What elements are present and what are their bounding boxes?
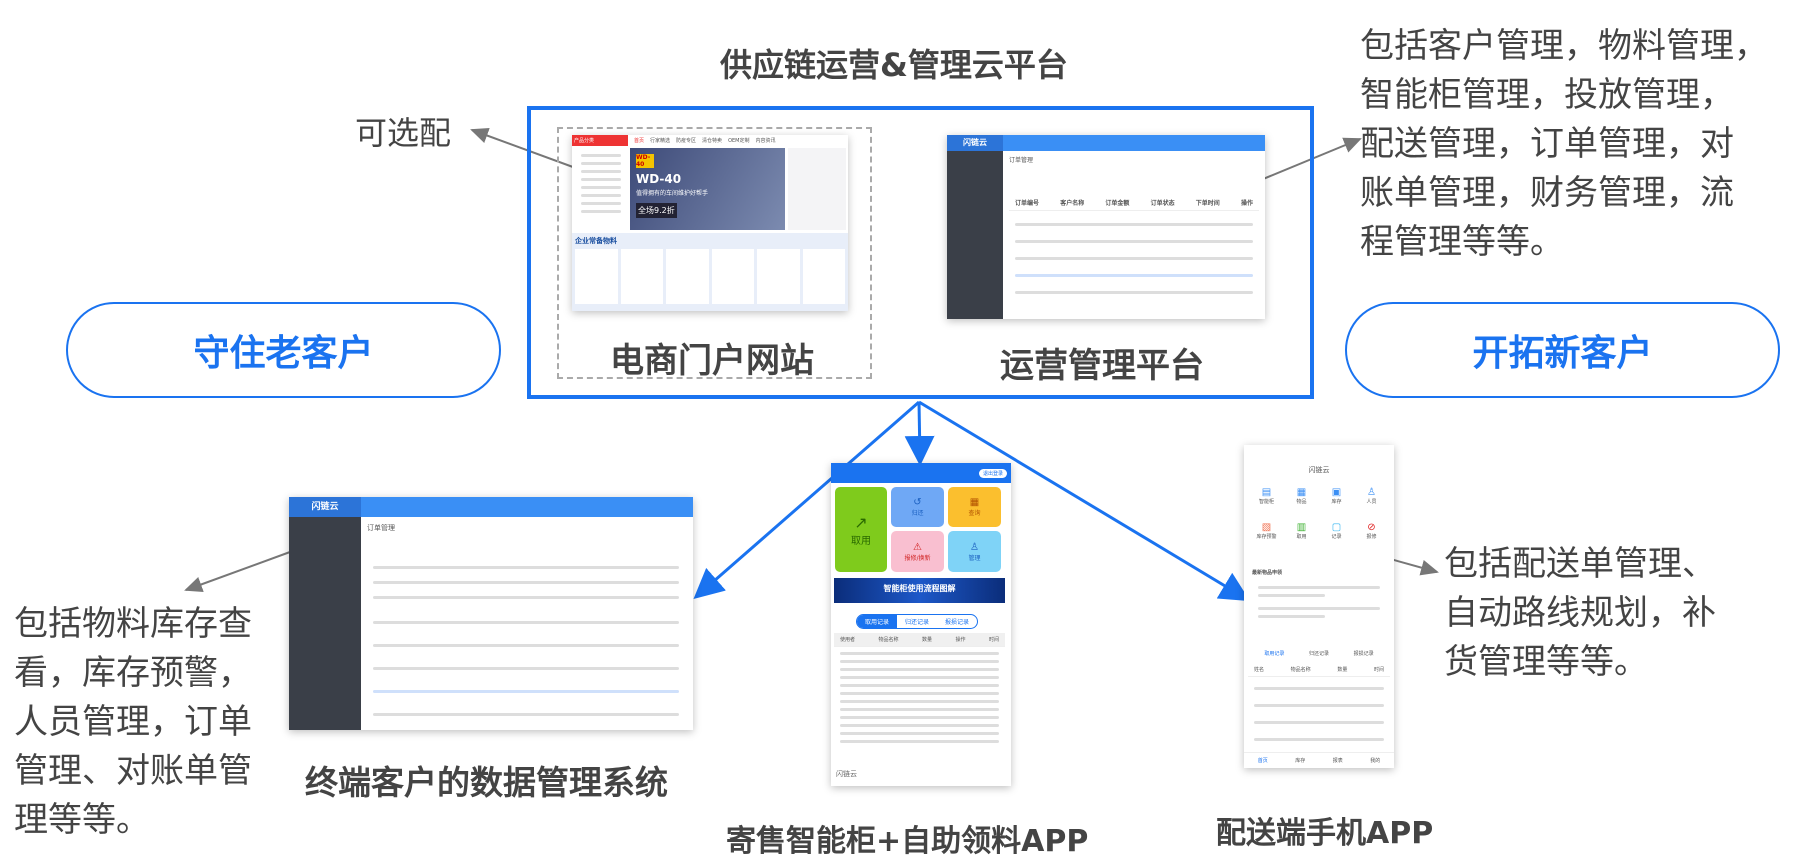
- arrow-to-kiosk: [904, 401, 935, 466]
- icon-label: 人员: [1366, 499, 1377, 505]
- optional-label: 可选配: [355, 114, 452, 152]
- kiosk-tile-return[interactable]: ↺归还: [891, 487, 944, 527]
- col: 使用者: [840, 637, 856, 643]
- banner-slogan: 值得拥有的车间维护好帮手: [636, 190, 709, 197]
- main-title: 供应链运营&管理云平台: [720, 46, 1068, 84]
- icon-label: 报修: [1366, 534, 1377, 540]
- col: 下单时间: [1195, 200, 1220, 207]
- icon-label: 智能柜: [1258, 499, 1274, 505]
- phone-tab[interactable]: 报损记录: [1353, 651, 1374, 657]
- col: 时间: [1373, 667, 1384, 673]
- portal-banner: WD-40 WD-40 值得拥有的车间维护好帮手 全场9.2折: [630, 148, 785, 230]
- phone-icon[interactable]: ▣库存: [1331, 487, 1342, 505]
- phone-icon[interactable]: ▧库存预警: [1256, 522, 1277, 540]
- icon-label: 物品: [1296, 499, 1307, 505]
- icon-label: 库存预警: [1256, 534, 1277, 540]
- col: 订单金额: [1105, 200, 1130, 207]
- terminal-logo: 闪链云: [289, 497, 361, 517]
- col: 时间: [988, 637, 999, 643]
- tile-label: 取用: [851, 535, 871, 547]
- phone-nav-me[interactable]: 我的: [1370, 758, 1381, 764]
- phone-icon[interactable]: ♙人员: [1366, 487, 1377, 505]
- icon-label: 取用: [1296, 534, 1307, 540]
- portal-nav: 防疫专区: [676, 138, 697, 144]
- kiosk-tile-take[interactable]: ↗取用: [835, 487, 887, 572]
- phone-icon[interactable]: ▤智能柜: [1258, 487, 1274, 505]
- phone-nav-report[interactable]: 报表: [1332, 758, 1343, 764]
- tile-label: 管理: [968, 554, 981, 562]
- banner-brand: WD-40: [636, 172, 682, 186]
- left-description: 包括物料库存查 看，库存预警， 人员管理，订单 管理、对账单管 理等等。: [14, 604, 252, 840]
- admin-logo: 闪链云: [947, 135, 1003, 151]
- col: 数量: [1337, 667, 1348, 673]
- arrow-to-phone: [918, 400, 1251, 602]
- retain-customers-pill: 守住老客户: [66, 302, 501, 398]
- left-pill-label: 守住老客户: [193, 333, 374, 374]
- portal-nav: OEM定制: [728, 138, 750, 144]
- brand-logo: WD-40: [636, 154, 654, 168]
- portal-nav: 行家精选: [650, 138, 671, 144]
- kiosk-tab[interactable]: 报损记录: [945, 619, 970, 626]
- phone-screenshot: 闪链云 ▤智能柜 ▦物品 ▣库存 ♙人员 ▧库存预警 ▥取用 ▢记录 ⊘报修 最…: [1244, 445, 1394, 768]
- tile-label: 报修/换新: [904, 554, 931, 562]
- admin-caption: 运营管理平台: [1000, 346, 1204, 386]
- icon-label: 记录: [1331, 534, 1342, 540]
- kiosk-logo: 闪链云: [836, 770, 857, 778]
- banner-discount: 全场9.2折: [636, 203, 677, 218]
- top-right-description: 包括客户管理，物料管理， 智能柜管理，投放管理， 配送管理，订单管理，对 账单管…: [1360, 26, 1768, 262]
- admin-screenshot: 闪链云 订单管理 订单编号 客户名称 订单金额 订单状态 下单时间 操作: [947, 135, 1265, 319]
- phone-nav-stock[interactable]: 库存: [1295, 758, 1306, 764]
- phone-tab[interactable]: 取用记录: [1264, 651, 1285, 657]
- kiosk-banner: 智能柜使用流程图解: [834, 578, 1005, 603]
- new-customers-pill: 开拓新客户: [1345, 302, 1780, 398]
- col: 订单状态: [1150, 200, 1175, 207]
- phone-app-title: 闪链云: [1308, 466, 1330, 474]
- phone-nav-home[interactable]: 首页: [1257, 758, 1268, 764]
- col: 数量: [921, 637, 932, 643]
- col: 操作: [1240, 200, 1253, 207]
- terminal-screenshot: 闪链云 订单管理: [289, 497, 693, 730]
- tile-label: 查询: [968, 510, 981, 517]
- tile-label: 归还: [911, 510, 924, 517]
- bottom-right-description: 包括配送单管理、 自动路线规划，补 货管理等等。: [1444, 544, 1716, 682]
- portal-nav: 内容资讯: [755, 138, 776, 144]
- col: 姓名: [1254, 667, 1265, 673]
- phone-icon[interactable]: ▥取用: [1296, 522, 1307, 540]
- phone-tab[interactable]: 归还记录: [1308, 651, 1329, 657]
- kiosk-tile-repair[interactable]: ⚠报修/换新: [891, 531, 944, 572]
- kiosk-screenshot: 退出登录 ↗取用 ↺归还 ▦查询 ⚠报修/换新 ♙管理 智能柜使用流程图解 取用…: [831, 463, 1011, 786]
- arrow-to-terminal: [693, 400, 920, 599]
- optional-dashed-box: [557, 127, 872, 379]
- portal-category: 产品分类: [572, 135, 628, 146]
- col: 订单编号: [1015, 200, 1040, 207]
- col: 物品名称: [1290, 667, 1311, 673]
- kiosk-tile-query[interactable]: ▦查询: [948, 487, 1001, 527]
- phone-icon[interactable]: ▢记录: [1331, 522, 1342, 540]
- terminal-page-title: 订单管理: [367, 524, 395, 532]
- terminal-caption: 终端客户的数据管理系统: [305, 763, 668, 802]
- kiosk-tab[interactable]: 取用记录: [857, 615, 898, 628]
- kiosk-logout-button[interactable]: 退出登录: [978, 468, 1007, 478]
- kiosk-tab[interactable]: 归还记录: [905, 619, 930, 626]
- col: 物品名称: [878, 637, 899, 643]
- portal-nav: 首页: [634, 138, 645, 144]
- kiosk-caption: 寄售智能柜+自助领料APP: [726, 824, 1089, 859]
- phone-icon[interactable]: ▦物品: [1296, 487, 1307, 505]
- icon-label: 库存: [1331, 499, 1342, 505]
- arrow-left-bottom: [184, 551, 291, 593]
- portal-section-title: 企业常备物料: [575, 237, 617, 245]
- kiosk-tile-manage[interactable]: ♙管理: [948, 531, 1001, 572]
- portal-nav: 清仓特卖: [702, 138, 723, 144]
- phone-section-title: 最新物品申领: [1252, 570, 1283, 576]
- platform-box: [527, 106, 1314, 399]
- portal-caption: 电商门户网站: [610, 341, 814, 381]
- admin-page-title: 订单管理: [1009, 157, 1034, 164]
- col: 操作: [955, 637, 966, 643]
- col: 客户名称: [1060, 200, 1085, 207]
- phone-icon[interactable]: ⊘报修: [1366, 522, 1377, 540]
- portal-screenshot: 产品分类 首页 行家精选 防疫专区 清仓特卖 OEM定制 内容资讯 WD-40 …: [572, 135, 848, 311]
- right-pill-label: 开拓新客户: [1472, 333, 1653, 374]
- phone-caption: 配送端手机APP: [1216, 816, 1434, 851]
